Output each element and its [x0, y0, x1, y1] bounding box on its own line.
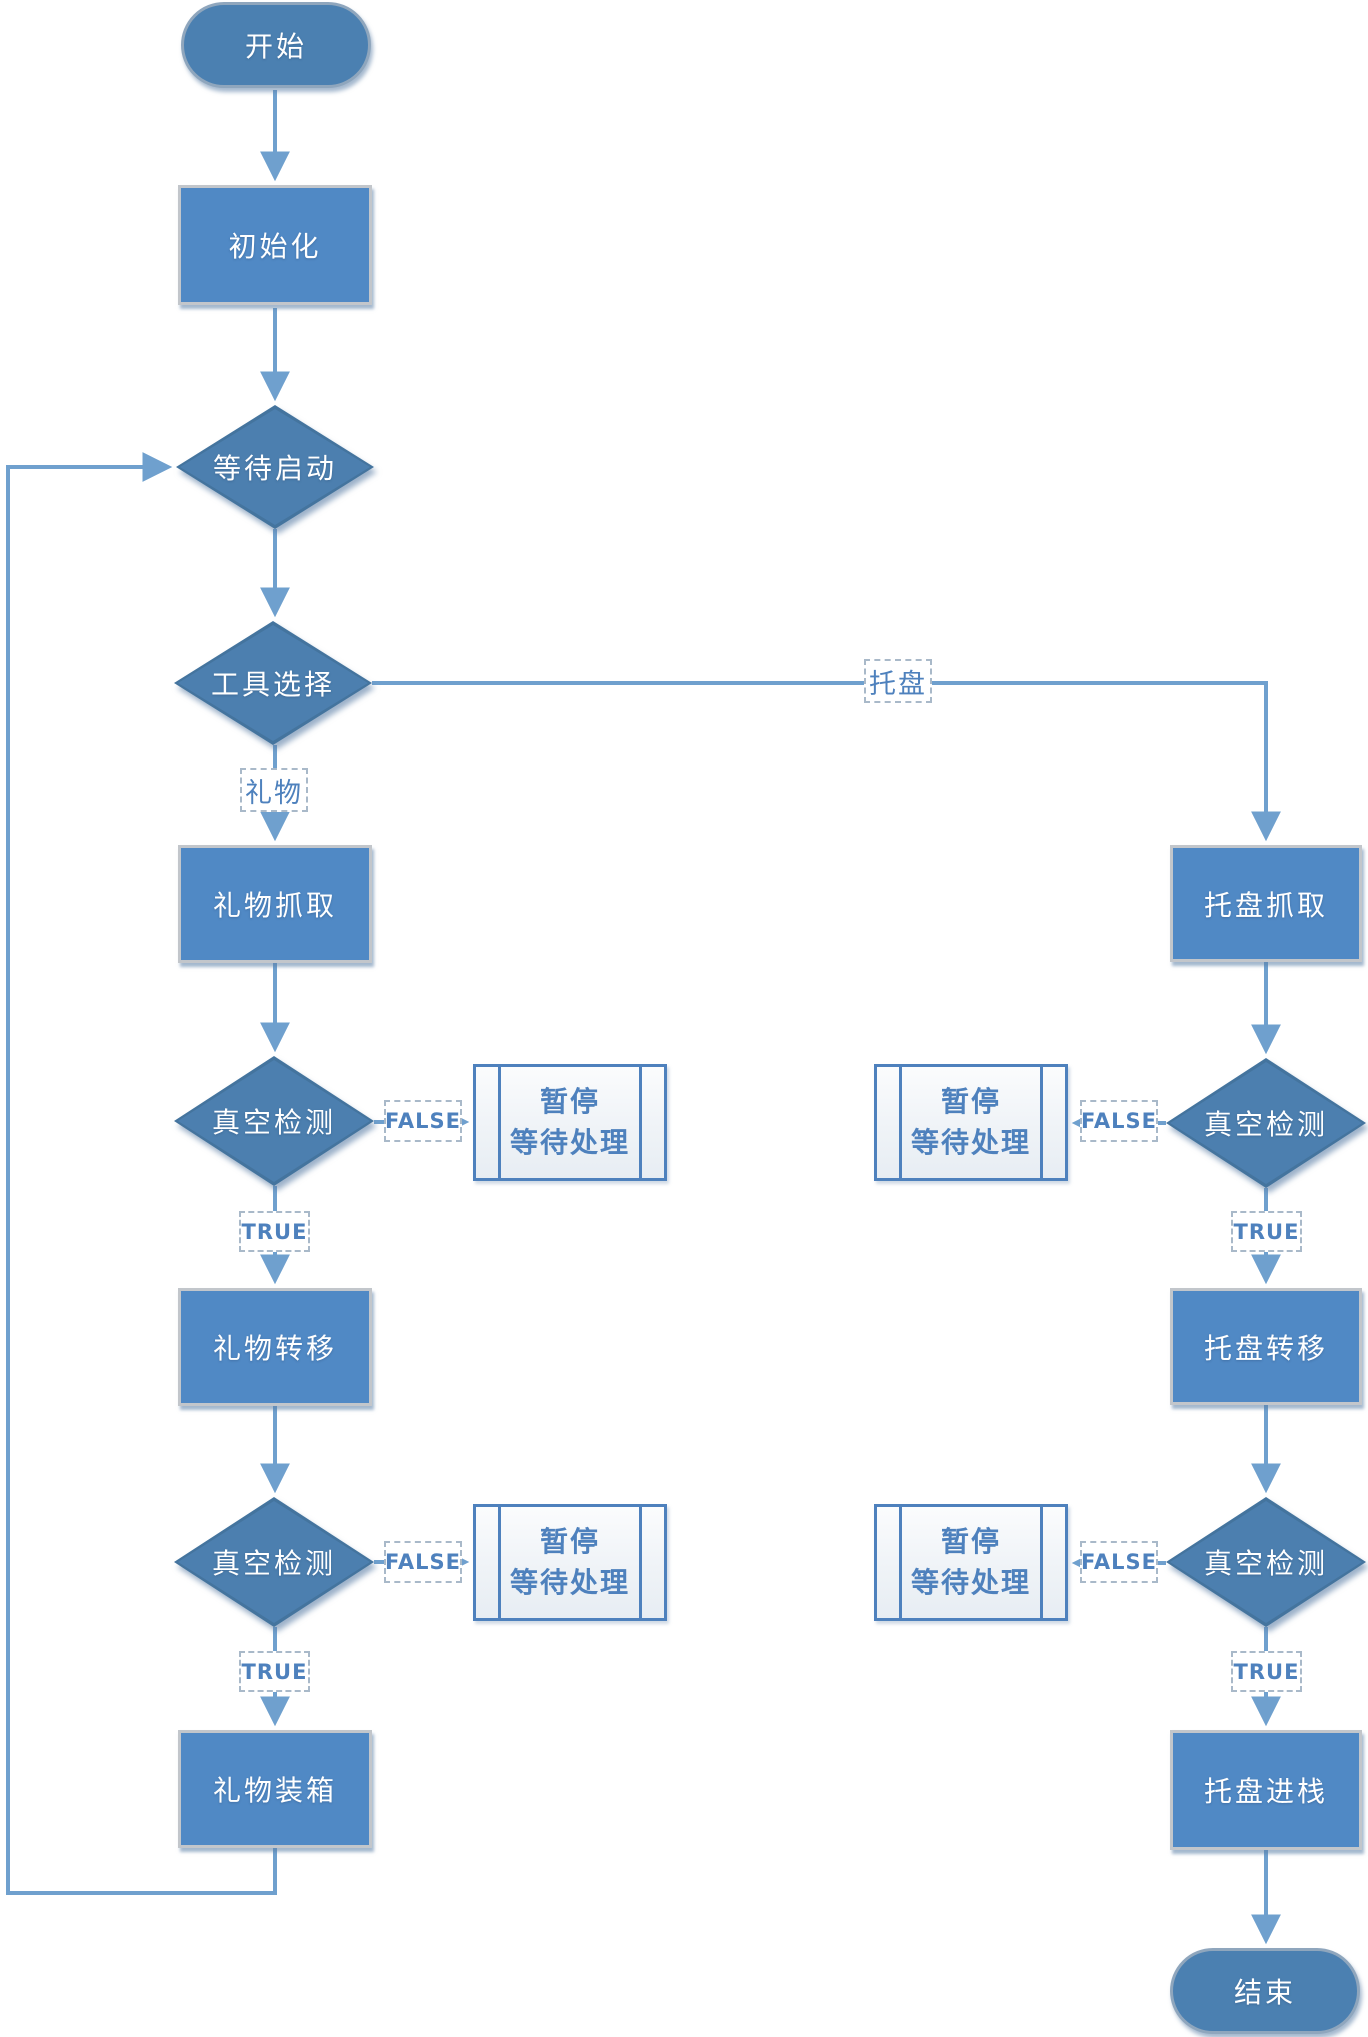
predefined-pause-tray-2: 暂停 等待处理 — [874, 1504, 1068, 1621]
process-tray-transfer: 托盘转移 — [1170, 1288, 1362, 1405]
predefined-pause-gift-2: 暂停 等待处理 — [473, 1504, 667, 1621]
pause-line-1: 暂停 — [940, 1524, 1001, 1558]
decision-vacuum-check-gift-1-label: 真空检测 — [211, 1106, 336, 1139]
predefined-pause-gift-1: 暂停 等待处理 — [473, 1064, 667, 1181]
decision-tool-select: 工具选择 — [174, 621, 372, 745]
edge-label-true-gift-2: TRUE — [239, 1651, 310, 1692]
edge-label-true-tray-2: TRUE — [1231, 1651, 1302, 1692]
pause-line-1: 暂停 — [940, 1084, 1001, 1118]
decision-wait-start-label: 等待启动 — [212, 452, 337, 485]
process-init-label: 初始化 — [228, 230, 322, 263]
predefined-pause-tray-1: 暂停 等待处理 — [874, 1064, 1068, 1181]
decision-wait-start: 等待启动 — [176, 405, 374, 529]
process-gift-grab-label: 礼物抓取 — [212, 889, 337, 922]
edge-label-false-gift-2: FALSE — [384, 1541, 462, 1583]
pause-line-1: 暂停 — [539, 1524, 600, 1558]
predefined-right-bar — [1040, 1507, 1043, 1618]
pause-line-2: 等待处理 — [509, 1125, 630, 1159]
process-gift-transfer: 礼物转移 — [178, 1288, 372, 1406]
decision-vacuum-check-tray-1-label: 真空检测 — [1203, 1108, 1328, 1141]
edge-label-false-tray-1: FALSE — [1080, 1100, 1158, 1142]
process-init: 初始化 — [178, 185, 372, 305]
predefined-left-bar — [498, 1507, 501, 1618]
process-tray-stack-label: 托盘进栈 — [1203, 1775, 1328, 1808]
decision-vacuum-check-tray-1: 真空检测 — [1166, 1058, 1366, 1188]
process-gift-grab: 礼物抓取 — [178, 845, 372, 963]
terminator-end-label: 结束 — [1233, 1976, 1296, 2009]
decision-vacuum-check-tray-2: 真空检测 — [1166, 1497, 1366, 1627]
process-tray-stack: 托盘进栈 — [1170, 1730, 1362, 1850]
edge-label-false-gift-1: FALSE — [384, 1100, 462, 1142]
process-gift-transfer-label: 礼物转移 — [212, 1332, 337, 1365]
edge-label-false-tray-2: FALSE — [1080, 1541, 1158, 1583]
decision-vacuum-check-gift-2-label: 真空检测 — [211, 1547, 336, 1580]
predefined-right-bar — [1040, 1067, 1043, 1178]
process-tray-grab-label: 托盘抓取 — [1203, 888, 1328, 922]
decision-vacuum-check-tray-2-label: 真空检测 — [1203, 1547, 1328, 1580]
predefined-left-bar — [899, 1067, 902, 1178]
predefined-right-bar — [639, 1507, 642, 1618]
process-gift-boxing-label: 礼物装箱 — [212, 1774, 337, 1807]
predefined-left-bar — [498, 1067, 501, 1178]
decision-tool-select-label: 工具选择 — [210, 668, 335, 701]
predefined-left-bar — [899, 1507, 902, 1618]
edge-label-true-tray-1: TRUE — [1231, 1211, 1302, 1252]
decision-vacuum-check-gift-2: 真空检测 — [174, 1497, 374, 1627]
process-gift-boxing: 礼物装箱 — [178, 1730, 372, 1848]
decision-vacuum-check-gift-1: 真空检测 — [174, 1056, 374, 1186]
edge-tool-tray-grab — [372, 681, 1281, 842]
pause-line-2: 等待处理 — [509, 1565, 630, 1599]
pause-line-2: 等待处理 — [910, 1565, 1031, 1599]
process-tray-transfer-label: 托盘转移 — [1203, 1331, 1328, 1365]
process-tray-grab: 托盘抓取 — [1170, 845, 1362, 962]
pause-line-2: 等待处理 — [910, 1125, 1031, 1159]
terminator-start-label: 开始 — [244, 30, 307, 63]
pause-line-1: 暂停 — [539, 1084, 600, 1118]
predefined-right-bar — [639, 1067, 642, 1178]
edge-label-tray: 托盘 — [864, 659, 932, 703]
edge-label-gift: 礼物 — [240, 768, 308, 812]
edge-label-true-gift-1: TRUE — [239, 1211, 310, 1252]
edge-gift-boxing-loop-wait — [6, 452, 277, 1895]
terminator-end: 结束 — [1170, 1948, 1360, 2034]
terminator-start: 开始 — [181, 2, 371, 88]
